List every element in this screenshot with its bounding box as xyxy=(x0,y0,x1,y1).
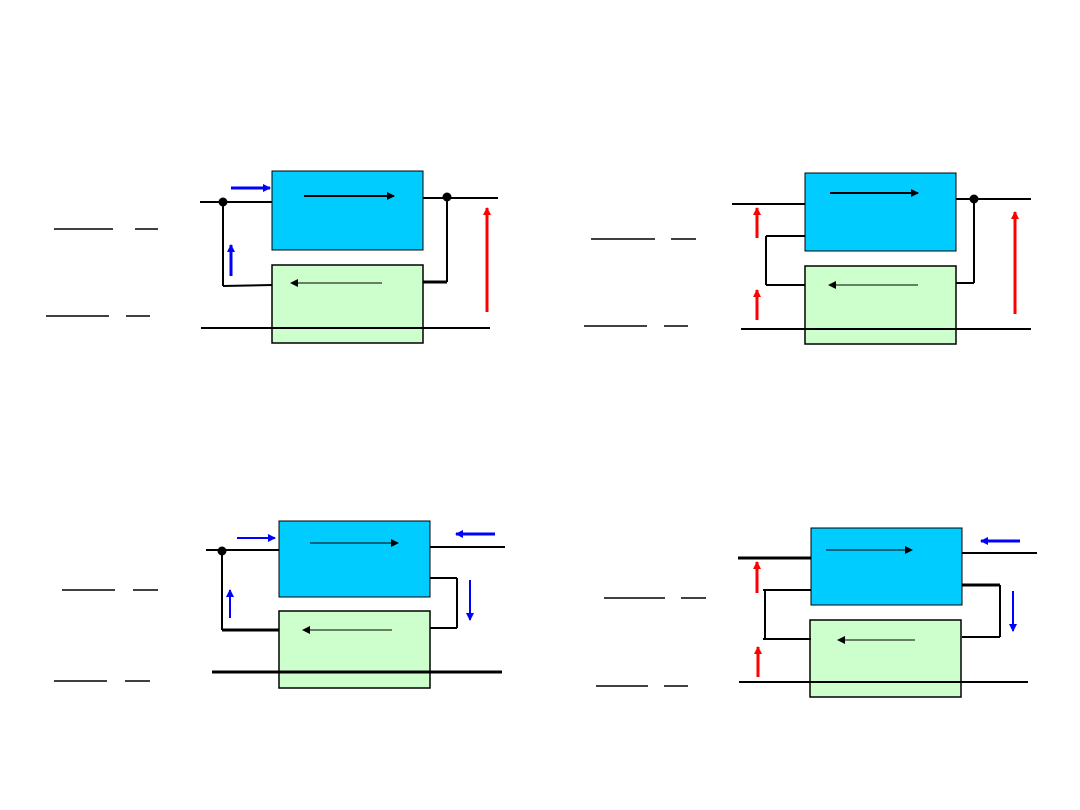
panel-top-left xyxy=(46,170,498,344)
forward-amplifier-block xyxy=(804,172,957,252)
wire xyxy=(222,284,273,287)
feedback-network-block xyxy=(809,619,962,698)
forward-amplifier-block xyxy=(810,527,963,606)
panel-bottom-left xyxy=(54,520,505,689)
forward-amplifier-block xyxy=(278,520,431,598)
panel-bottom-right xyxy=(596,527,1037,698)
forward-amplifier-block xyxy=(271,170,424,251)
feedback-network-block xyxy=(271,264,424,344)
junction-node xyxy=(218,197,228,207)
junction-node xyxy=(442,192,452,202)
junction-node xyxy=(969,194,979,204)
feedback-network-block xyxy=(278,610,431,689)
feedback-network-block xyxy=(804,265,957,345)
junction-node xyxy=(217,546,227,556)
panel-top-right xyxy=(584,172,1031,345)
